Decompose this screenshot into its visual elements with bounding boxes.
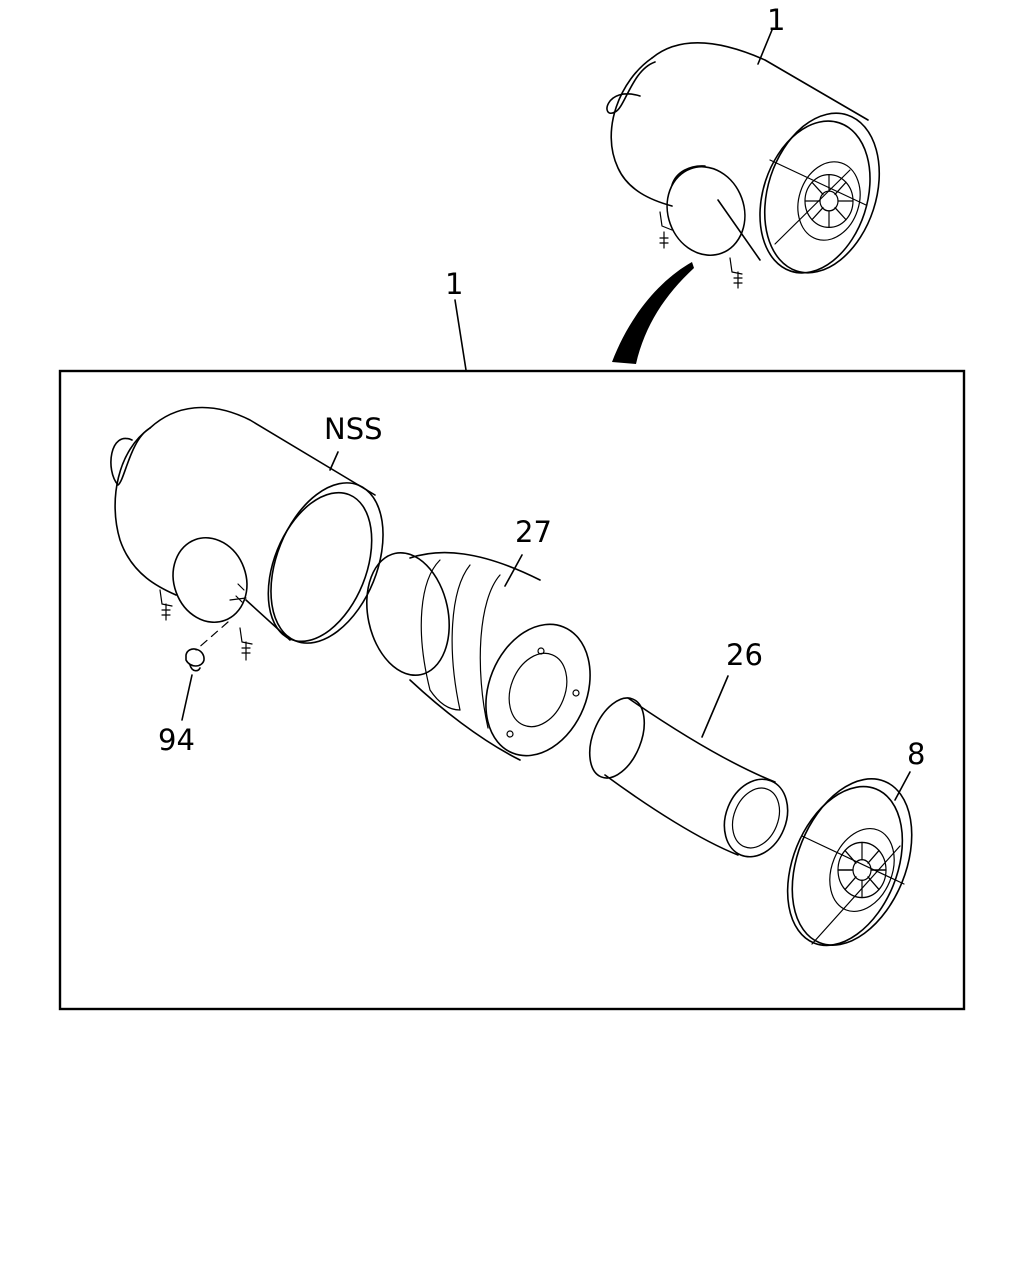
vacuator-valve bbox=[181, 648, 205, 721]
inner-filter-element bbox=[588, 675, 789, 858]
frame-leader bbox=[454, 299, 467, 371]
air-cleaner-housing bbox=[110, 406, 384, 661]
assembled-air-cleaner bbox=[606, 29, 881, 289]
outer-filter-element bbox=[366, 551, 591, 761]
label-outer-element: 27 bbox=[515, 515, 552, 549]
label-housing: NSS bbox=[324, 412, 383, 446]
label-inner-element: 26 bbox=[726, 638, 763, 672]
exploded-view-frame bbox=[58, 369, 966, 1011]
label-valve: 94 bbox=[158, 723, 195, 757]
label-cover: 8 bbox=[907, 737, 925, 771]
assembly-arrow bbox=[612, 262, 694, 364]
label-assembly-main: 1 bbox=[445, 267, 463, 301]
filter-cover bbox=[786, 771, 913, 947]
label-assembly-top: 1 bbox=[767, 3, 785, 37]
